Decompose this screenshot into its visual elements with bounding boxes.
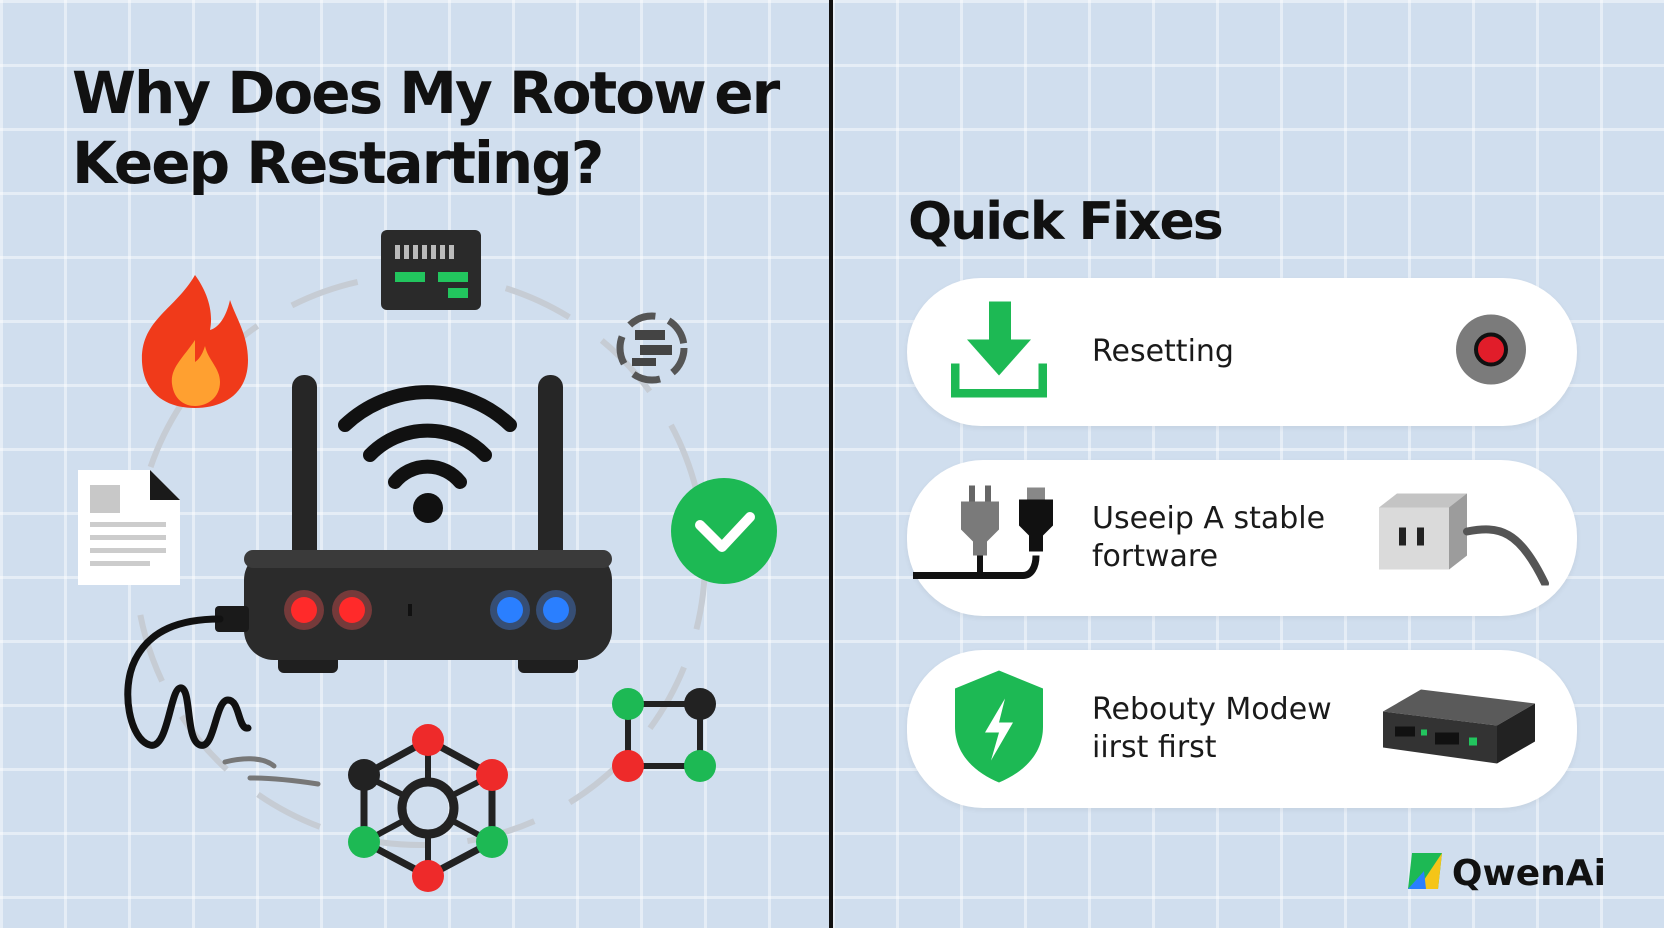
power-plug-icon <box>913 485 1063 591</box>
fix-card-line: Resetting <box>1092 334 1234 369</box>
document-icon <box>78 470 180 585</box>
fix-card-stable-firmware[interactable]: Useeip A stable fortware <box>907 460 1577 616</box>
cube-network-icon <box>612 688 716 782</box>
qwen-logo-icon <box>1406 851 1444 896</box>
fix-card-line: Useeip A stable <box>1092 501 1326 536</box>
checkmark-icon <box>671 478 777 584</box>
panel-divider <box>829 0 833 928</box>
network-switch-icon <box>381 230 481 310</box>
fix-card-text: Resetting <box>1092 333 1234 371</box>
quick-fixes-heading: Quick Fixes <box>908 192 1224 252</box>
shield-bolt-icon <box>951 669 1047 790</box>
fire-icon <box>141 275 248 408</box>
fix-card-reboot-modem[interactable]: Rebouty Modew iirst first <box>907 650 1577 808</box>
modem-icon <box>1381 682 1537 777</box>
reset-button-icon <box>1455 314 1527 391</box>
network-node-icon <box>348 724 508 892</box>
fix-card-line: Rebouty Modew <box>1092 692 1332 727</box>
router-illustration <box>78 230 777 892</box>
title-line-1: Why Does My Rotow er <box>72 59 780 127</box>
power-cable-icon <box>124 606 321 787</box>
page-title: Why Does My Rotow er Keep Restarting? <box>72 58 792 198</box>
fix-card-line: iirst first <box>1092 730 1217 765</box>
download-icon <box>950 301 1048 403</box>
brand-name: QwenAi <box>1451 853 1606 894</box>
glitch-icon <box>616 312 688 384</box>
fix-card-text: Useeip A stable fortware <box>1092 500 1325 576</box>
fix-card-resetting[interactable]: Resetting <box>907 278 1577 426</box>
fix-card-text: Rebouty Modew iirst first <box>1092 691 1332 767</box>
brand-logo: QwenAi <box>1406 851 1606 896</box>
title-line-2: Keep Restarting? <box>72 129 604 197</box>
router-icon <box>244 375 612 673</box>
power-adapter-icon <box>1369 486 1565 591</box>
fix-card-line: fortware <box>1092 539 1219 574</box>
